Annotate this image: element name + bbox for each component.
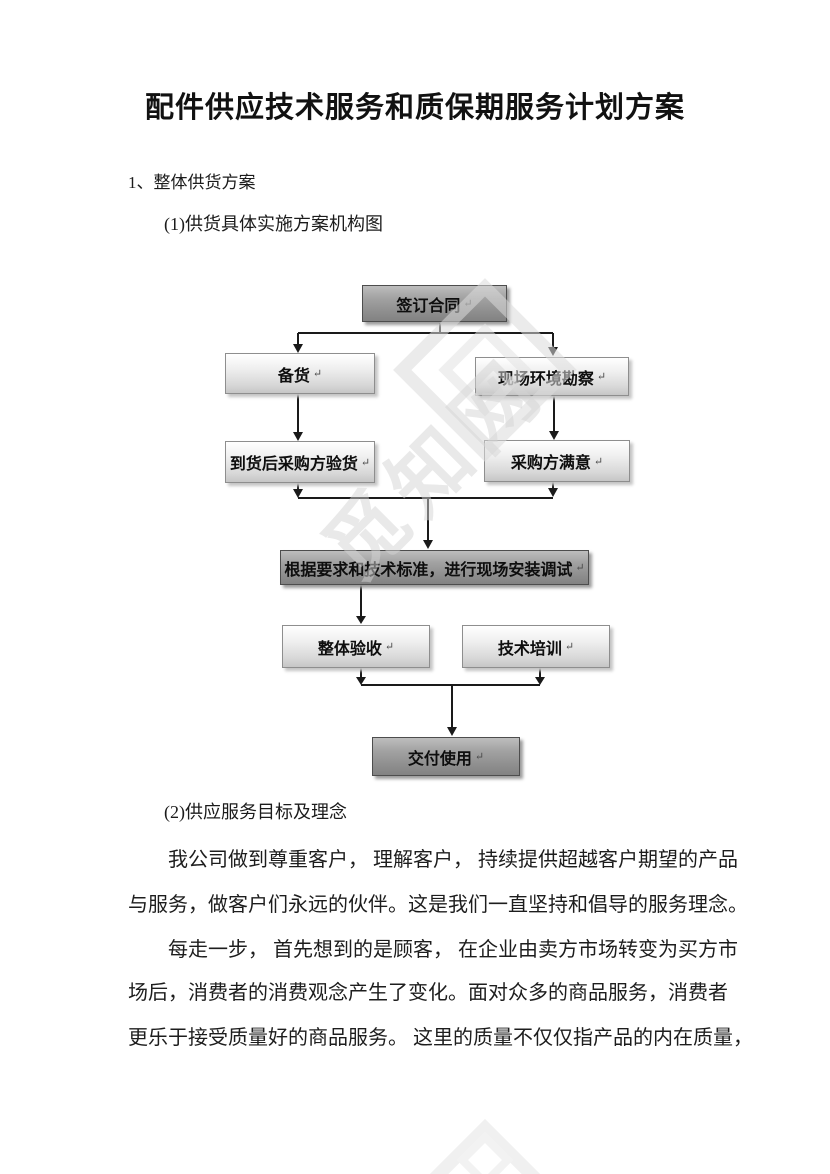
flow-node-label: 整体验收 — [317, 640, 382, 658]
flow-node-label: 签订合同 — [396, 297, 461, 315]
flow-node-label: 技术培训 — [497, 640, 562, 658]
section-heading-1-2: (2)供应服务目标及理念 — [164, 802, 347, 822]
return-mark-icon: ↵ — [593, 455, 604, 468]
flow-node-buyer-inspect: 到货后采购方验货 ↵ — [225, 441, 375, 483]
flow-node-site-survey: 现场环境勘察 ↵ — [475, 357, 629, 396]
flow-node-label: 到货后采购方验货 — [229, 456, 358, 473]
flow-node-label: 交付使用 — [407, 750, 472, 768]
flow-node-buyer-satisfied: 采购方满意 ↵ — [484, 440, 630, 482]
flow-node-install-debug: 根据要求和技术标准，进行现场安装调试 ↵ — [280, 550, 589, 585]
return-mark-icon: ↵ — [360, 456, 371, 469]
section-heading-1-1: (1)供货具体实施方案机构图 — [164, 214, 383, 234]
paragraph-1-line-1: 我公司做到尊重客户， 理解客户， 持续提供超越客户期望的产品 — [168, 849, 738, 871]
flow-node-acceptance: 整体验收 ↵ — [282, 625, 430, 668]
paragraph-2-line-2: 场后，消费者的消费观念产生了变化。面对众多的商品服务，消费者 — [128, 982, 728, 1004]
paragraph-1-line-2: 与服务，做客户们永远的伙伴。这是我们一直坚持和倡导的服务理念。 — [128, 894, 748, 916]
flow-node-label: 采购方满意 — [510, 455, 591, 472]
flow-node-delivery: 交付使用 ↵ — [372, 737, 520, 776]
return-mark-icon: ↵ — [463, 298, 473, 310]
section-heading-1: 1、整体供货方案 — [128, 173, 256, 192]
flow-node-training: 技术培训 ↵ — [462, 625, 610, 668]
return-mark-icon: ↵ — [474, 751, 485, 763]
return-mark-icon: ↵ — [564, 641, 575, 653]
return-mark-icon: ↵ — [384, 641, 395, 653]
return-mark-icon: ↵ — [596, 371, 607, 383]
flow-node-label: 备货 — [277, 367, 310, 385]
flow-node-sign-contract: 签订合同 ↵ — [362, 285, 507, 322]
page-title: 配件供应技术服务和质保期服务计划方案 — [144, 92, 685, 124]
flow-node-label: 现场环境勘察 — [497, 370, 594, 388]
paragraph-2-line-3: 更乐于接受质量好的商品服务。 这里的质量不仅仅指产品的内在质量， — [128, 1027, 753, 1049]
return-mark-icon: ↵ — [575, 562, 585, 574]
flow-node-prepare-goods: 备货 ↵ — [225, 353, 375, 394]
return-mark-icon: ↵ — [312, 368, 323, 380]
flow-node-label: 根据要求和技术标准，进行现场安装调试 — [284, 561, 573, 579]
paragraph-2-line-1: 每走一步， 首先想到的是顾客， 在企业由卖方市场转变为买方市 — [168, 939, 738, 961]
